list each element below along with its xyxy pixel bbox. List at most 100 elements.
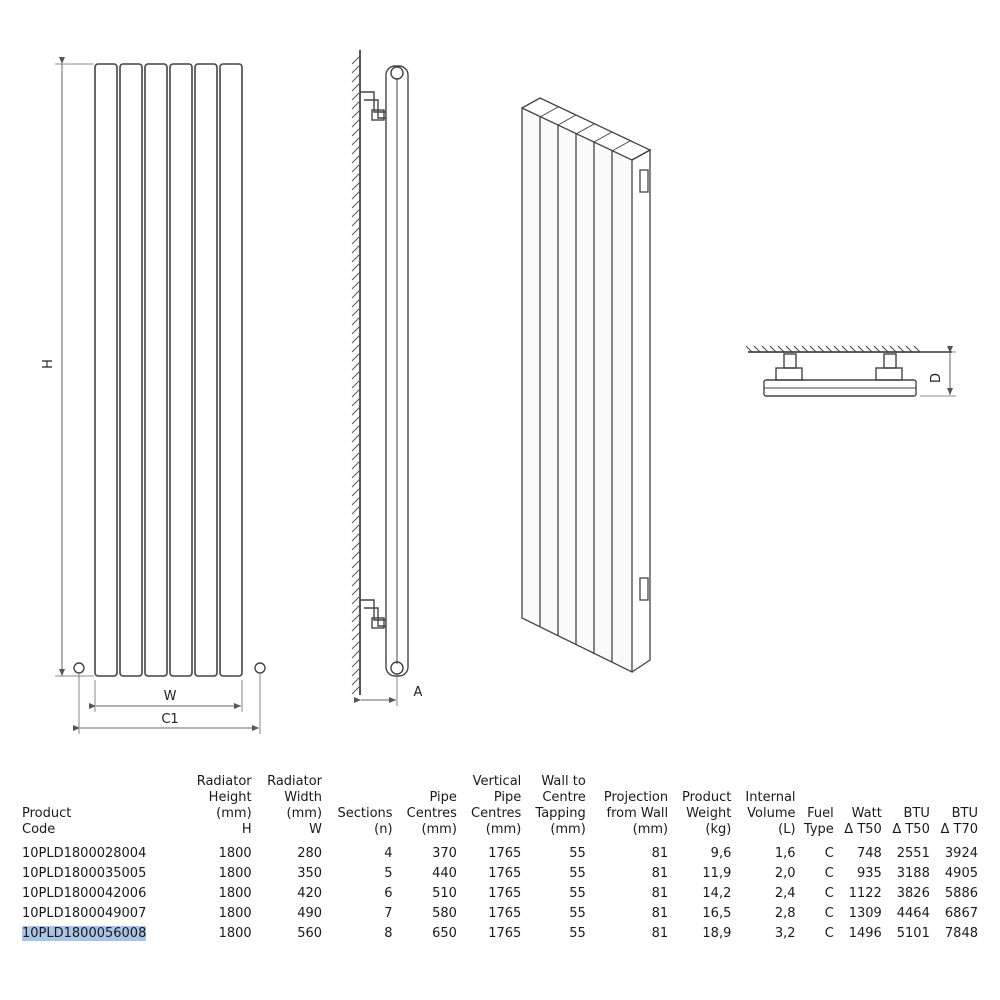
- table-cell: 2,8: [731, 904, 796, 924]
- height-label: H: [41, 359, 56, 369]
- table-cell: 5: [322, 864, 392, 884]
- table-cell: C: [796, 844, 834, 864]
- cell-value: 1800: [218, 886, 252, 901]
- cell-value: 560: [297, 926, 323, 941]
- column-header-line: Projection: [603, 790, 669, 805]
- table-cell: 4464: [882, 904, 930, 924]
- table-cell: 1800: [181, 844, 252, 864]
- table-cell: 6: [322, 884, 392, 904]
- table-cell: 1765: [457, 864, 521, 884]
- column-header-line: (mm): [421, 822, 457, 837]
- cell-value: 7: [384, 906, 393, 921]
- product-code-cell[interactable]: 10PLD1800042006: [22, 884, 181, 904]
- column-header-line: (mm): [216, 806, 252, 821]
- product-code-cell[interactable]: 10PLD1800028004: [22, 844, 181, 864]
- cell-value: 1800: [218, 846, 252, 861]
- table-cell: 420: [252, 884, 322, 904]
- cell-value: 55: [569, 846, 586, 861]
- table-cell: 1309: [834, 904, 882, 924]
- table-cell: 55: [521, 924, 586, 944]
- column-header-line: H: [241, 822, 252, 837]
- cell-value: 55: [569, 926, 586, 941]
- cell-value: 490: [297, 906, 323, 921]
- table-cell: 55: [521, 844, 586, 864]
- table-cell: 748: [834, 844, 882, 864]
- column-header-line: BTU: [951, 806, 978, 821]
- cell-value: 4905: [944, 866, 978, 881]
- cell-value: 14,2: [702, 886, 732, 901]
- column-header-line: (mm): [286, 806, 323, 821]
- cell-value: 4464: [896, 906, 930, 921]
- product-code-cell[interactable]: 10PLD1800035005: [22, 864, 181, 884]
- column-header-line: Height: [208, 790, 252, 805]
- width-label: W: [164, 689, 177, 704]
- cell-value: C: [824, 886, 834, 901]
- cell-value: 55: [569, 866, 586, 881]
- cell-value: 1765: [488, 926, 522, 941]
- column-header-line: Tapping: [535, 806, 586, 821]
- cell-value: 5101: [896, 926, 930, 941]
- cell-value: C: [824, 926, 834, 941]
- cell-value: 81: [651, 886, 669, 901]
- table-cell: 350: [252, 864, 322, 884]
- table-cell: 1800: [181, 864, 252, 884]
- column-header-line: (L): [778, 822, 796, 837]
- cell-value: 420: [297, 886, 323, 901]
- cell-value: 350: [297, 866, 323, 881]
- column-header-line: Centres: [471, 806, 522, 821]
- cell-value: 8: [384, 926, 393, 941]
- table-cell: 11,9: [668, 864, 731, 884]
- table-cell: 7: [322, 904, 393, 924]
- column-header-line: Radiator: [196, 774, 252, 789]
- column-header-line: Vertical: [472, 774, 522, 789]
- column-header-line: Watt: [851, 806, 882, 821]
- cell-value: 2551: [896, 846, 930, 861]
- column-header-line: Δ T50: [844, 822, 882, 837]
- table-cell: 560: [252, 924, 322, 944]
- table-cell: 1800: [181, 904, 252, 924]
- cell-value: 935: [856, 866, 882, 881]
- centres-label: C1: [161, 712, 178, 727]
- table-cell: 81: [586, 844, 669, 864]
- table-cell: 2,0: [731, 864, 796, 884]
- cell-value: 2,4: [774, 886, 796, 901]
- table-cell: 55: [521, 864, 586, 884]
- table-cell: 4: [322, 844, 393, 864]
- technical-drawings: H W C1 A: [41, 50, 956, 734]
- table-cell: 370: [393, 844, 457, 864]
- table-cell: 935: [834, 864, 882, 884]
- cell-value: 4: [384, 846, 393, 861]
- column-header-line: Sections: [337, 806, 393, 821]
- column-header: Sections(n): [322, 774, 393, 844]
- cell-value: 1765: [488, 906, 522, 921]
- column-header-line: Volume: [747, 806, 796, 821]
- table-cell: C: [796, 924, 834, 944]
- table-cell: 7848: [930, 924, 978, 944]
- column-header-line: Product: [682, 790, 732, 805]
- table-cell: 3826: [882, 884, 930, 904]
- table-cell: 1800: [181, 884, 252, 904]
- table-cell: 510: [393, 884, 457, 904]
- table-cell: 1765: [457, 904, 521, 924]
- table-cell: 1496: [834, 924, 882, 944]
- product-code-cell[interactable]: 10PLD1800049007: [22, 904, 181, 924]
- table-cell: 6867: [930, 904, 978, 924]
- wall-gap-label: A: [414, 685, 423, 700]
- cell-value: 440: [432, 866, 457, 881]
- table-cell: 3,2: [731, 924, 796, 944]
- product-code-cell[interactable]: 10PLD1800056008: [22, 924, 181, 944]
- column-header-line: Radiator: [267, 774, 323, 789]
- table-cell: 2,4: [731, 884, 796, 904]
- cell-value: 3826: [896, 886, 930, 901]
- cell-value: C: [824, 866, 834, 881]
- cell-value: 5886: [944, 886, 978, 901]
